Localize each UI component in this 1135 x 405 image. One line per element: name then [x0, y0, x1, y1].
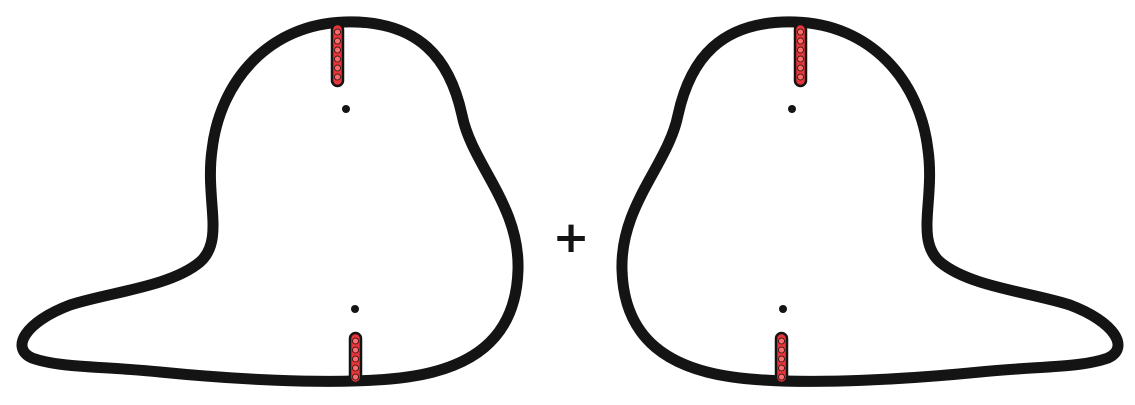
- right-top-dot: [788, 105, 796, 113]
- left-shape: [22, 22, 518, 383]
- left-shape-outline: [22, 22, 518, 381]
- left-top-dot: [342, 105, 350, 113]
- right-top-dotted-marker: [795, 24, 806, 86]
- right-bottom-dot: [779, 305, 787, 313]
- left-top-dotted-marker: [332, 24, 343, 86]
- plus-operator: +: [553, 212, 590, 263]
- right-bottom-dotted-marker: [776, 333, 787, 383]
- right-shape: [622, 22, 1118, 383]
- right-shape-outline: [622, 22, 1118, 381]
- left-bottom-dot: [351, 305, 359, 313]
- left-bottom-dotted-marker: [350, 333, 361, 383]
